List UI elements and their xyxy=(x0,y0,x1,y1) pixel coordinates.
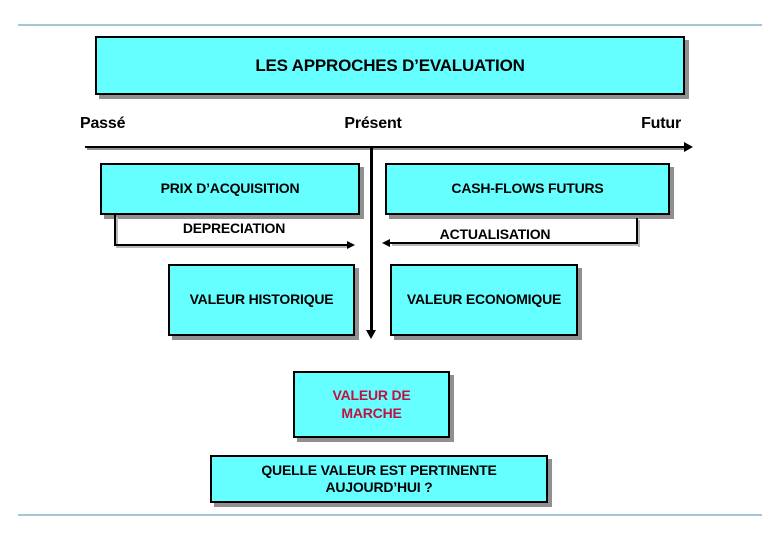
cash-flows-label: CASH-FLOWS FUTURS xyxy=(451,180,604,197)
actualisation-arrow-left-icon xyxy=(382,239,390,247)
question-line1: QUELLE VALEUR EST PERTINENTE xyxy=(261,461,497,478)
depreciation-arrow-right-icon xyxy=(347,241,355,249)
acquisition-price-label: PRIX D’ACQUISITION xyxy=(160,180,300,197)
slide-title: LES APPROCHES D’EVALUATION xyxy=(255,55,525,75)
market-value-line1: VALEUR DE xyxy=(332,387,411,403)
depreciation-arrow-vertical-line xyxy=(114,215,116,246)
historic-value-box: VALEUR HISTORIQUE xyxy=(168,264,355,336)
timeline-arrow-right-icon xyxy=(684,142,693,152)
timeline-future-label: Futur xyxy=(641,115,681,132)
timeline-present-label: Présent xyxy=(344,115,402,132)
question-label: QUELLE VALEUR EST PERTINENTE AUJOURD’HUI… xyxy=(261,462,496,497)
present-divider-line xyxy=(370,147,373,330)
market-value-box: VALEUR DE MARCHE xyxy=(293,371,450,438)
economic-value-box: VALEUR ECONOMIQUE xyxy=(390,264,578,336)
cash-flows-box: CASH-FLOWS FUTURS xyxy=(385,163,670,215)
acquisition-price-box: PRIX D’ACQUISITION xyxy=(100,163,360,215)
timeline-axis-line xyxy=(85,146,685,148)
question-line2: AUJOURD’HUI ? xyxy=(325,479,433,495)
question-box: QUELLE VALEUR EST PERTINENTE AUJOURD’HUI… xyxy=(210,455,548,503)
historic-value-label: VALEUR HISTORIQUE xyxy=(189,291,334,308)
depreciation-arrow-horizontal-line xyxy=(114,244,348,246)
top-rule xyxy=(18,24,762,26)
timeline-past-label: Passé xyxy=(80,115,126,132)
title-box: LES APPROCHES D’EVALUATION xyxy=(95,36,685,95)
actualisation-arrow-vertical-line xyxy=(636,218,638,245)
present-divider-arrow-down-icon xyxy=(366,330,376,339)
depreciation-label: DEPRECIATION xyxy=(182,220,286,236)
market-value-label: VALEUR DE MARCHE xyxy=(332,387,410,422)
actualisation-label: ACTUALISATION xyxy=(439,226,551,242)
market-value-line2: MARCHE xyxy=(341,404,402,421)
actualisation-arrow-horizontal-line xyxy=(390,242,638,244)
bottom-rule xyxy=(18,514,762,516)
economic-value-label: VALEUR ECONOMIQUE xyxy=(406,291,562,308)
